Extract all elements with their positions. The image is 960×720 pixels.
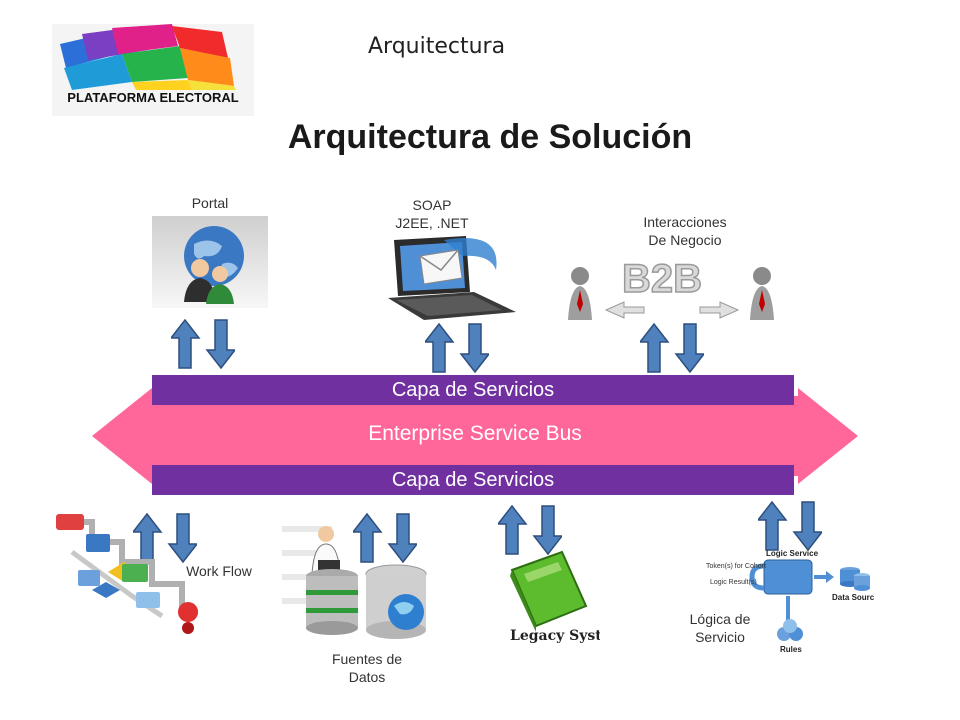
logic-service-label: Lógica de Servicio xyxy=(689,611,751,645)
portal-label: Portal xyxy=(191,195,229,211)
svg-text:B2B: B2B xyxy=(622,257,702,301)
esb-arrow xyxy=(92,388,858,484)
database-image xyxy=(282,520,432,644)
legacy-system-image: Legacy System xyxy=(504,548,626,648)
soap-label: SOAP J2EE, .NET xyxy=(395,197,469,231)
tokens-text: Token(s) for Cohort xyxy=(706,563,766,570)
database-label: Fuentes de Datos xyxy=(331,651,403,685)
portal-image xyxy=(152,216,268,308)
b2b-label: Interacciones De Negocio xyxy=(643,214,727,248)
arrows-soap xyxy=(425,322,489,374)
workflow-image xyxy=(52,512,220,640)
up-arrow-icon xyxy=(425,322,455,373)
down-arrow-icon xyxy=(167,513,197,564)
laptop-email-icon xyxy=(388,236,516,320)
results-text: Logic Result(s) xyxy=(710,579,757,586)
topic-title: Arquitectura xyxy=(368,34,506,59)
up-arrow-icon xyxy=(353,512,383,563)
up-arrow-icon xyxy=(498,504,528,555)
down-arrow-icon xyxy=(792,501,822,552)
legacy-system-icon: Legacy System xyxy=(510,550,626,644)
workflow-label: Work Flow xyxy=(186,563,252,579)
logic-service-icon: Logic Service Token(s) for Cohort Logic … xyxy=(706,549,884,654)
down-arrow-icon xyxy=(459,323,489,374)
data-sources-text: Data Sources xyxy=(832,593,874,602)
b2b-icon: B2B xyxy=(568,256,774,320)
page-title: Arquitectura de Solución xyxy=(287,118,693,156)
lower-service-layer: Capa de Servicios xyxy=(152,465,794,495)
down-arrow-icon xyxy=(387,513,417,564)
logo: PLATAFORMA ELECTORAL xyxy=(52,24,254,116)
soap-image xyxy=(384,226,524,320)
logo-text: PLATAFORMA ELECTORAL xyxy=(67,90,239,105)
up-arrow-icon xyxy=(640,322,670,373)
rules-text: Rules xyxy=(780,645,802,654)
up-arrow-icon xyxy=(171,318,201,369)
down-arrow-icon xyxy=(532,505,562,556)
database-icon xyxy=(282,526,427,639)
legacy-system-text: Legacy System xyxy=(510,628,600,644)
b2b-image: B2B xyxy=(566,252,780,324)
down-arrow-icon xyxy=(205,319,235,370)
esb-label: Enterprise Service Bus xyxy=(368,422,582,445)
arrows-logic xyxy=(758,500,822,552)
logic-service-image: Logic Service Token(s) for Cohort Logic … xyxy=(702,548,884,660)
workflow-icon xyxy=(56,514,198,634)
upper-service-layer: Capa de Servicios xyxy=(152,375,794,405)
arrows-legacy xyxy=(498,504,562,556)
globe-users-icon xyxy=(152,216,268,308)
down-arrow-icon xyxy=(674,323,704,374)
double-arrow-icon xyxy=(92,388,858,484)
up-arrow-icon xyxy=(758,500,788,551)
arrows-b2b xyxy=(640,322,704,374)
logo-bars-icon xyxy=(52,24,254,116)
arrows-database xyxy=(353,512,417,564)
arrows-portal xyxy=(171,318,235,370)
logic-service-text: Logic Service xyxy=(766,549,819,558)
